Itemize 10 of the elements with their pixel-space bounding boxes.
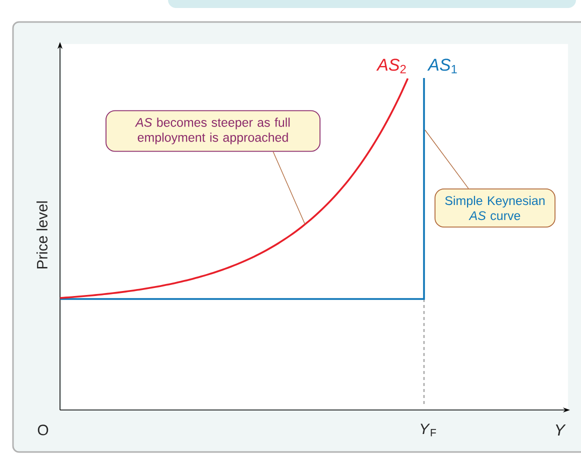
leader-line xyxy=(272,151,306,225)
curve-label: AS$_{2}$ xyxy=(376,58,406,74)
axis-label: Y xyxy=(556,424,566,436)
leader-line xyxy=(424,130,469,189)
origin-label: O xyxy=(38,424,48,436)
axis-label: Price level xyxy=(36,201,48,268)
tick-label: Y$_{F}$ xyxy=(420,424,436,436)
curve-label: AS$_{1}$ xyxy=(427,58,457,74)
callout-box: Simple Keynesian AS curve xyxy=(434,188,556,228)
callout-box: AS becomes steeper as full employment is approached xyxy=(106,110,320,152)
